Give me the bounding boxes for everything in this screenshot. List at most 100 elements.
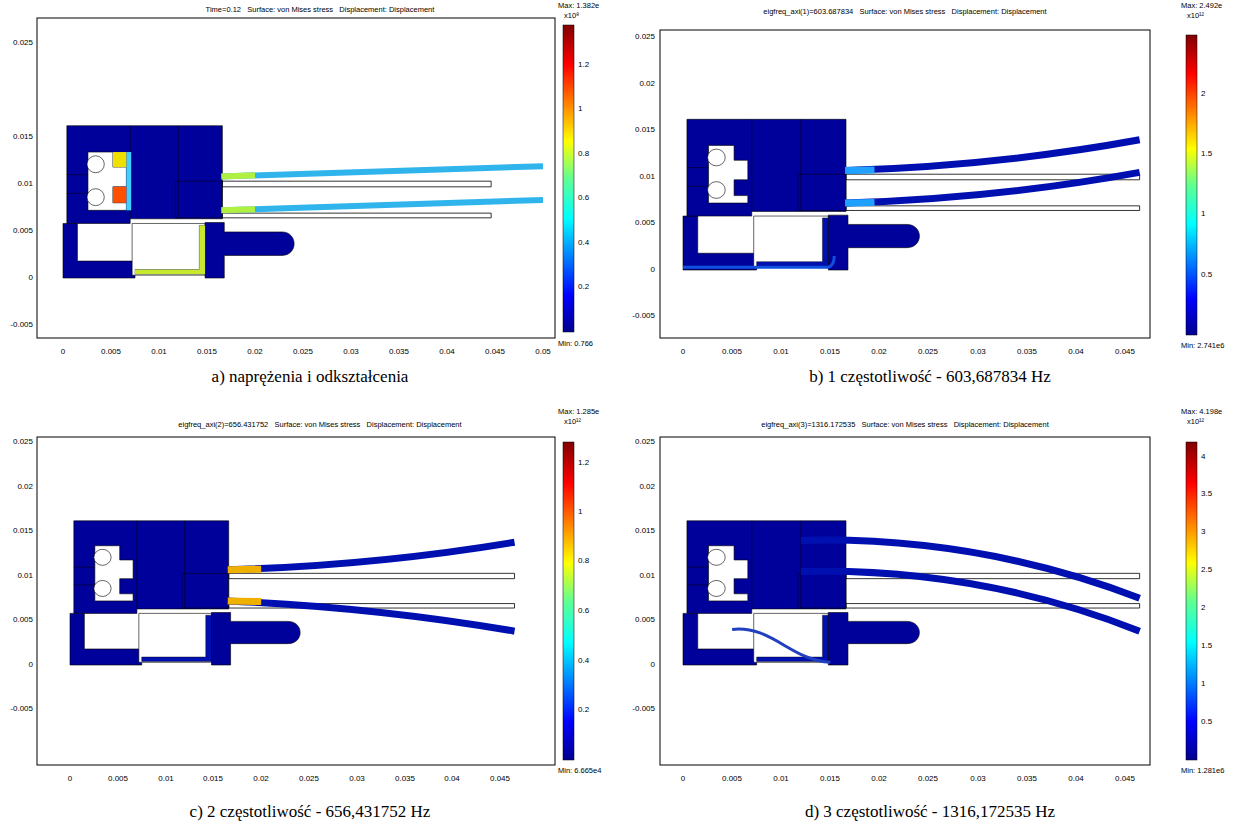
axis-tick-label: 0	[61, 348, 65, 357]
colorbar-tick-label: 0.4	[578, 657, 589, 666]
colorbar-tick-label: 2	[1201, 604, 1205, 613]
axis-tick-label: 0	[29, 274, 33, 283]
beam-root-stress	[221, 175, 255, 210]
axis-tick-label: 0.01	[773, 775, 789, 784]
axis-tick-label: 0.01	[17, 180, 33, 189]
axis-tick-label: 0.03	[349, 775, 365, 784]
max-value: Max: 4.198e	[1181, 408, 1222, 416]
axis-tick-label: 0.02	[871, 775, 887, 784]
colorbar-tick-label: 1.5	[1201, 150, 1212, 159]
axis-tick-label: 0.04	[439, 348, 455, 357]
axis-tick-label: 0.015	[13, 133, 33, 142]
axis-tick-label: 0.01	[158, 775, 174, 784]
plot-title: eigfreq_axi(1)=603.687834 Surface: von M…	[763, 8, 1046, 16]
axis-tick-label: 0	[681, 348, 685, 357]
colorbar	[1186, 35, 1197, 335]
deformed-beam	[221, 166, 543, 176]
axis-tick-label: 0.045	[1115, 775, 1135, 784]
colorbar-tick-label: 0.2	[578, 706, 589, 715]
colorbar-tick-label: 1.2	[578, 459, 589, 468]
axis-tick-label: 0.02	[639, 80, 655, 89]
axis-tick-label: 0.03	[970, 775, 986, 784]
axis-tick-label: 0.04	[444, 775, 460, 784]
plot-b	[683, 119, 1140, 270]
colorbar-tick-label: 1	[1201, 210, 1205, 219]
colorbar-tick-label: 1	[578, 105, 582, 114]
figure-caption: d) 3 częstotliwość - 1316,172535 Hz	[805, 803, 1055, 822]
plot-d	[683, 521, 1140, 665]
axis-tick-label: 0	[651, 266, 655, 275]
colorbar-tick-label: 0.6	[578, 194, 589, 203]
colorbar-tick-label: 3	[1201, 528, 1205, 537]
axis-tick-label: 0.04	[1068, 775, 1084, 784]
deformed-beam	[228, 601, 515, 631]
axis-tick-label: 0.025	[918, 348, 938, 357]
colorbar	[563, 442, 574, 760]
model-c	[70, 521, 515, 665]
axis-tick-label: 0.005	[635, 219, 655, 228]
axis-tick-label: 0.035	[395, 775, 415, 784]
colorbar-tick-label: 2	[1201, 90, 1205, 99]
axis-tick-label: 0.005	[635, 616, 655, 625]
axis-tick-label: 0.035	[389, 348, 409, 357]
plot-frame	[660, 437, 1150, 765]
colorbar-tick-label: 1.2	[578, 61, 589, 70]
stress-zone	[113, 187, 126, 203]
plot-c	[70, 521, 515, 665]
figure-caption: b) 1 częstotliwość - 603,687834 Hz	[809, 368, 1051, 387]
colorbar-tick-label: 0.2	[578, 283, 589, 292]
colorbar-tick-label: 0.4	[578, 239, 589, 248]
stressed-plate	[135, 225, 205, 274]
axis-tick-label: 0.015	[820, 348, 840, 357]
axis-tick-label: 0.005	[722, 775, 742, 784]
plot-frame	[37, 437, 555, 765]
deformed-beam	[221, 200, 543, 210]
axis-tick-label: 0.05	[535, 348, 551, 357]
figure-caption: c) 2 częstotliwość - 656,431752 Hz	[190, 803, 431, 822]
colorbar	[563, 25, 574, 332]
axis-tick-label: -0.005	[10, 321, 33, 330]
deformed-edge	[683, 256, 834, 267]
axis-tick-label: 0.045	[1115, 348, 1135, 357]
axis-tick-label: 0.005	[108, 775, 128, 784]
deformed-beam	[801, 571, 1140, 631]
axis-tick-label: 0.005	[101, 348, 121, 357]
max-value: Max: 1.285e	[558, 408, 599, 416]
axis-tick-label: 0.025	[635, 438, 655, 447]
plot-title: eigfreq_axi(3)=1316.172535 Surface: von …	[761, 421, 1048, 429]
model-a	[63, 126, 543, 278]
beam-root-stress	[845, 170, 874, 203]
axis-tick-label: 0.02	[871, 348, 887, 357]
axis-tick-label: 0.01	[17, 572, 33, 581]
deformed-beam	[845, 140, 1140, 171]
axis-tick-label: 0.015	[13, 527, 33, 536]
figure-caption: a) naprężenia i odkształcenia	[212, 368, 409, 387]
axis-tick-label: 0.025	[299, 775, 319, 784]
colorbar-tick-label: 1	[1201, 680, 1205, 689]
axis-tick-label: 0.02	[17, 483, 33, 492]
model-d	[683, 521, 1140, 665]
colorbar-tick-label: 2.5	[1201, 566, 1212, 575]
undeformed-beam	[846, 206, 1140, 211]
colorbar-tick-label: 3.5	[1201, 490, 1212, 499]
axis-tick-label: 0.025	[13, 39, 33, 48]
colorbar-tick-label: 0.8	[578, 150, 589, 159]
axis-tick-label: 0	[29, 661, 33, 670]
housing-section	[63, 126, 294, 278]
scale-exponent: x10⁸	[564, 12, 579, 20]
plot-frame	[37, 18, 555, 338]
axis-tick-label: -0.005	[10, 705, 33, 714]
model-b	[683, 119, 1140, 270]
axis-tick-label: 0.015	[820, 775, 840, 784]
axis-tick-label: 0	[681, 775, 685, 784]
plot-a	[63, 126, 543, 278]
colorbar-tick-label: 0.8	[578, 557, 589, 566]
axis-tick-label: 0.035	[1017, 348, 1037, 357]
min-value: Min: 0.766	[558, 340, 593, 348]
axis-tick-label: 0.03	[343, 348, 359, 357]
max-value: Max: 1.382e	[558, 2, 599, 10]
plot-title: Time=0.12 Surface: von Mises stress Disp…	[206, 6, 435, 14]
scale-exponent: x10¹²	[1187, 418, 1204, 426]
axis-tick-label: -0.005	[632, 312, 655, 321]
